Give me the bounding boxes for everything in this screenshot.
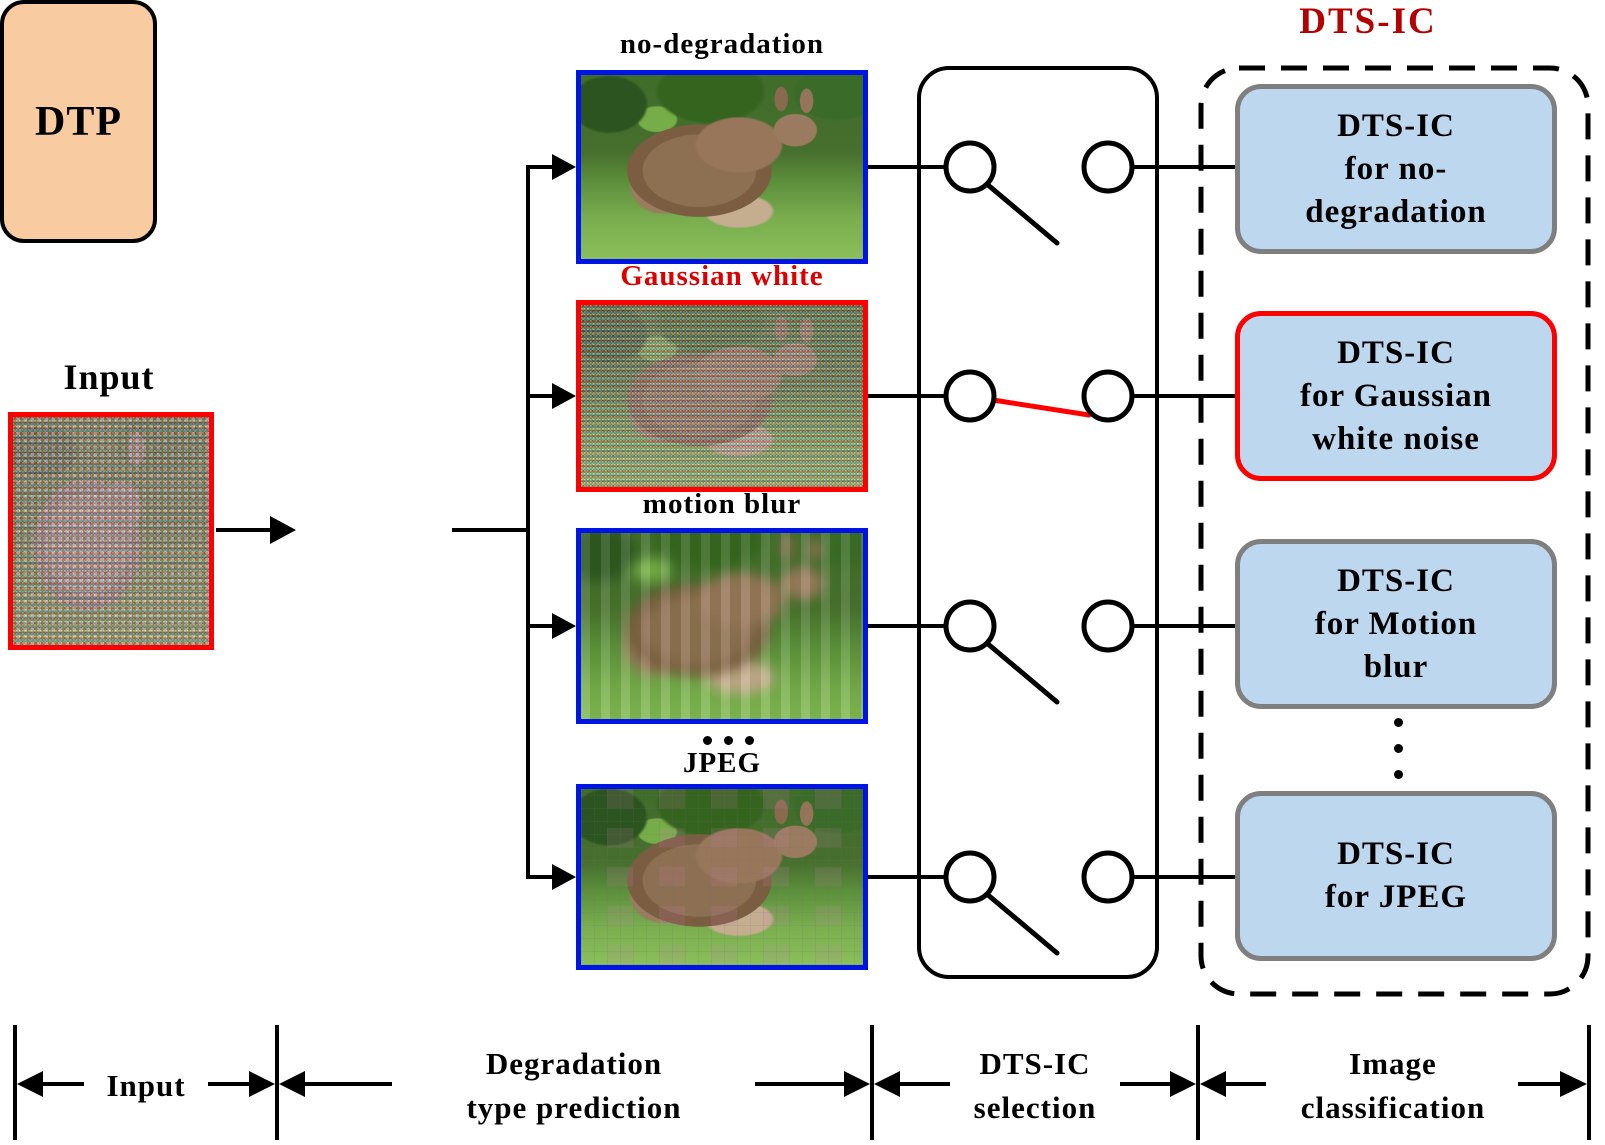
kangaroo-picture — [581, 75, 863, 259]
classifier-label: DTS-IC for no- degradation — [1305, 107, 1487, 230]
dts-ic-group-outline — [1198, 65, 1591, 997]
switch-no-degradation — [943, 140, 1135, 246]
classifier-no-degradation: DTS-IC for no- degradation — [1235, 84, 1557, 254]
classifier-label: DTS-IC for Motion blur — [1314, 562, 1478, 685]
gaussian-white-label: Gaussian white — [620, 260, 824, 292]
classifier-motion-blur: DTS-IC for Motion blur — [1235, 539, 1557, 709]
classifier-label: DTS-IC for JPEG — [1324, 836, 1468, 915]
dtp-box: DTP — [0, 0, 157, 243]
no-degradation-label: no-degradation — [619, 28, 825, 60]
noisy-animal-picture — [13, 417, 209, 645]
bracket-bars — [13, 1025, 1591, 1140]
bracket-arrows — [17, 1071, 1587, 1097]
image-to-switch-lines — [866, 165, 946, 879]
kangaroo-picture — [581, 533, 863, 719]
stage-label-input: Input — [106, 1068, 186, 1103]
classifier-label: DTS-IC for Gaussian white noise — [1299, 334, 1493, 457]
jpeg-image — [576, 784, 868, 970]
more-degradations-ellipsis — [703, 736, 712, 745]
kangaroo-picture — [581, 789, 863, 965]
blurred-layer — [581, 533, 863, 719]
kangaroo-picture — [581, 305, 863, 487]
stage-label-image-classification: Image classification — [1300, 1046, 1486, 1125]
switch-motion-blur — [943, 599, 1135, 705]
noise-overlay — [581, 305, 863, 487]
input-image — [8, 412, 214, 650]
dts-ic-title: DTS-IC — [1299, 1, 1437, 42]
input-label: Input — [63, 357, 155, 397]
jpeg-block-overlay — [581, 789, 863, 965]
switch-to-classifier-lines — [1130, 165, 1237, 879]
classifier-gaussian-white-noise: DTS-IC for Gaussian white noise — [1235, 311, 1557, 481]
branch-arrows — [526, 154, 576, 890]
input-to-dtp-arrow — [216, 516, 296, 544]
more-classifiers-ellipsis — [1394, 718, 1403, 727]
gaussian-white-image — [576, 300, 868, 492]
motion-blur-label: motion blur — [642, 488, 802, 520]
switch-gaussian-white — [943, 369, 1135, 423]
streak-overlay — [581, 533, 863, 719]
noise-overlay-2 — [13, 417, 209, 645]
noise-overlay — [13, 417, 209, 645]
stage-label-dts-ic-selection: DTS-IC selection — [973, 1046, 1097, 1125]
no-degradation-image — [576, 70, 868, 264]
switch-panel-frame — [917, 66, 1159, 979]
switch-jpeg — [943, 850, 1135, 956]
classifier-jpeg: DTS-IC for JPEG — [1235, 791, 1557, 961]
jpeg-label: JPEG — [682, 747, 762, 779]
stage-label-degradation-type-prediction: Degradation type prediction — [466, 1046, 682, 1125]
dtp-label: DTP — [35, 98, 122, 145]
motion-blur-image — [576, 528, 868, 724]
